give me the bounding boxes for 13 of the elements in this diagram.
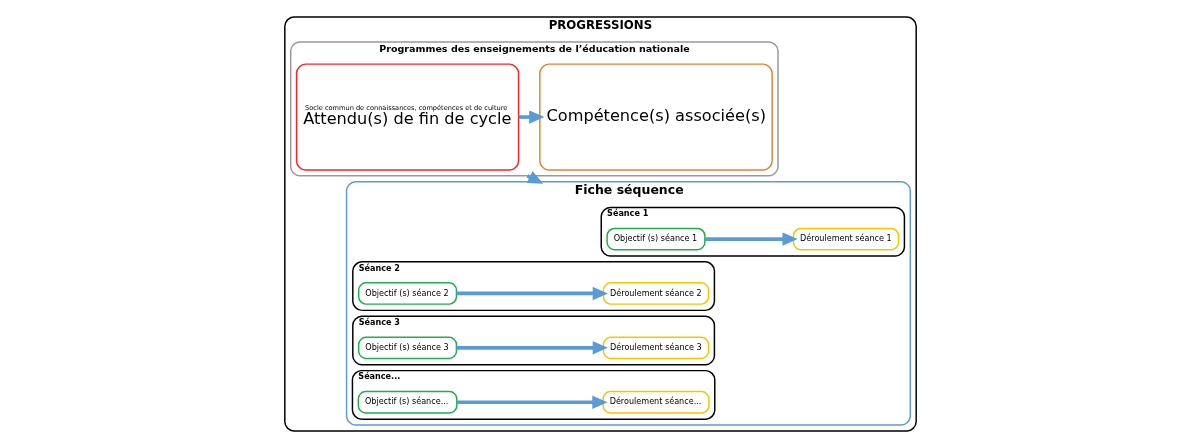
node-box: Déroulement séance... bbox=[601, 390, 710, 414]
arrow bbox=[704, 232, 798, 246]
node-box: Objectif (s) séance 1 bbox=[605, 227, 706, 251]
node-box: Déroulement séance 1 bbox=[792, 227, 899, 251]
arrow bbox=[456, 341, 608, 355]
node-box: Objectif (s) séance... bbox=[357, 390, 458, 414]
node-box: Déroulement séance 3 bbox=[602, 336, 709, 360]
node-box: Déroulement séance 2 bbox=[602, 282, 709, 305]
node-box: Objectif (s) séance 2 bbox=[357, 282, 457, 305]
node-box: Compétence(s) associée(s) bbox=[538, 63, 773, 171]
arrow bbox=[456, 395, 608, 409]
node-box: Objectif (s) séance 3 bbox=[357, 336, 457, 360]
arrow bbox=[456, 286, 608, 301]
